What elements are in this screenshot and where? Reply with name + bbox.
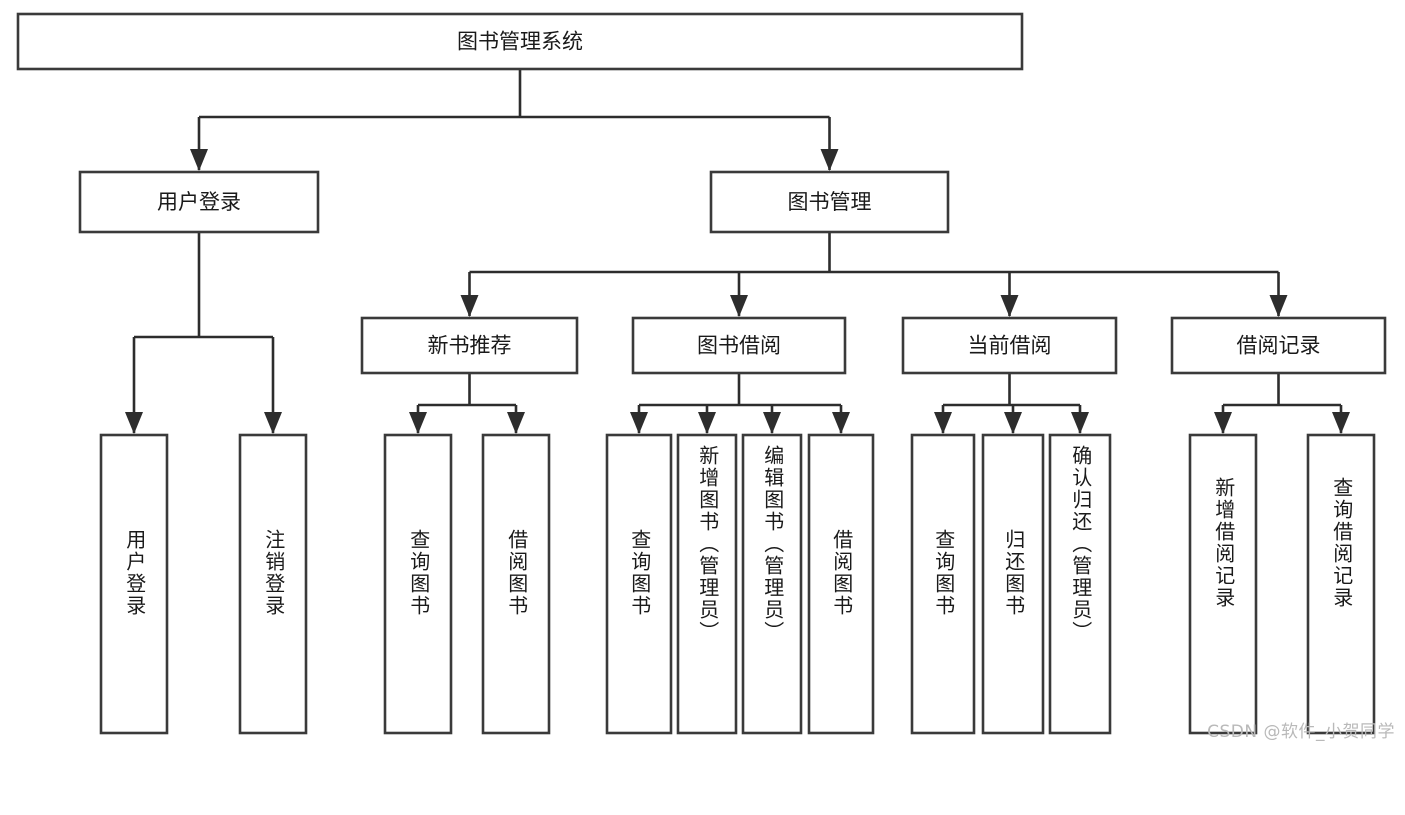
arrow-to-book-borrow <box>730 295 748 317</box>
arrow-to-leaf-add-record <box>1214 412 1232 434</box>
node-label-book-borrow: 图书借阅 <box>697 334 781 358</box>
node-box-book-borrow[interactable] <box>631 316 847 375</box>
arrow-to-leaf-query-book-borrow <box>630 412 648 434</box>
arrow-to-leaf-query-record <box>1332 412 1350 434</box>
node-box-leaf-add-book[interactable] <box>676 433 738 735</box>
arrow-to-leaf-add-book <box>698 412 716 434</box>
node-box-current-borrow[interactable] <box>901 316 1118 375</box>
node-label-root: 图书管理系统 <box>457 30 583 54</box>
node-box-leaf-borrow-book[interactable] <box>807 433 875 735</box>
node-box-leaf-query-book-current[interactable] <box>910 433 976 735</box>
arrow-to-new-book-recommend <box>460 295 479 317</box>
node-box-borrow-records[interactable] <box>1170 316 1387 375</box>
node-box-leaf-add-record[interactable] <box>1188 433 1258 735</box>
node-label-current-borrow: 当前借阅 <box>968 334 1052 358</box>
node-box-leaf-query-book-recommend[interactable] <box>383 433 453 735</box>
arrow-to-leaf-user-login <box>125 412 143 434</box>
node-label-book-management: 图书管理 <box>788 190 872 214</box>
node-box-leaf-return-book[interactable] <box>981 433 1045 735</box>
node-label-borrow-records: 借阅记录 <box>1237 334 1321 358</box>
node-box-root[interactable] <box>16 12 1024 71</box>
node-box-leaf-query-book-borrow[interactable] <box>605 433 673 735</box>
node-box-leaf-user-login[interactable] <box>99 433 169 735</box>
node-box-leaf-query-record[interactable] <box>1306 433 1376 735</box>
node-box-leaf-logout[interactable] <box>238 433 308 735</box>
node-label-new-book-recommend: 新书推荐 <box>428 334 512 358</box>
arrow-to-leaf-query-book-current <box>934 412 952 434</box>
arrow-to-leaf-confirm-return <box>1071 412 1089 434</box>
arrow-to-borrow-records <box>1269 295 1288 317</box>
arrow-to-current-borrow <box>1000 295 1019 317</box>
node-box-leaf-edit-book[interactable] <box>741 433 803 735</box>
arrow-to-leaf-borrow-book <box>832 412 850 434</box>
arrow-to-book-management <box>820 149 839 171</box>
connector-layer <box>125 69 1350 434</box>
arrow-to-leaf-edit-book <box>763 412 781 434</box>
arrow-to-user-login <box>190 149 208 171</box>
node-box-leaf-borrow-book-recommend[interactable] <box>481 433 551 735</box>
diagram-root: 图书管理系统用户登录图书管理新书推荐图书借阅当前借阅借阅记录 用户登录注销登录查… <box>16 12 1395 742</box>
arrow-to-leaf-query-book-recommend <box>409 412 427 434</box>
node-label-user-login: 用户登录 <box>157 190 241 214</box>
arrow-to-leaf-return-book <box>1004 412 1022 434</box>
arrow-to-leaf-borrow-book-recommend <box>507 412 525 434</box>
node-box-new-book-recommend[interactable] <box>360 316 579 375</box>
node-box-layer <box>16 12 1387 735</box>
node-box-user-login[interactable] <box>78 170 320 234</box>
node-box-book-management[interactable] <box>709 170 950 234</box>
arrow-to-leaf-logout <box>264 412 282 434</box>
watermark-text: CSDN @软件_小贺同学 <box>1207 722 1395 742</box>
node-box-leaf-confirm-return[interactable] <box>1048 433 1112 735</box>
